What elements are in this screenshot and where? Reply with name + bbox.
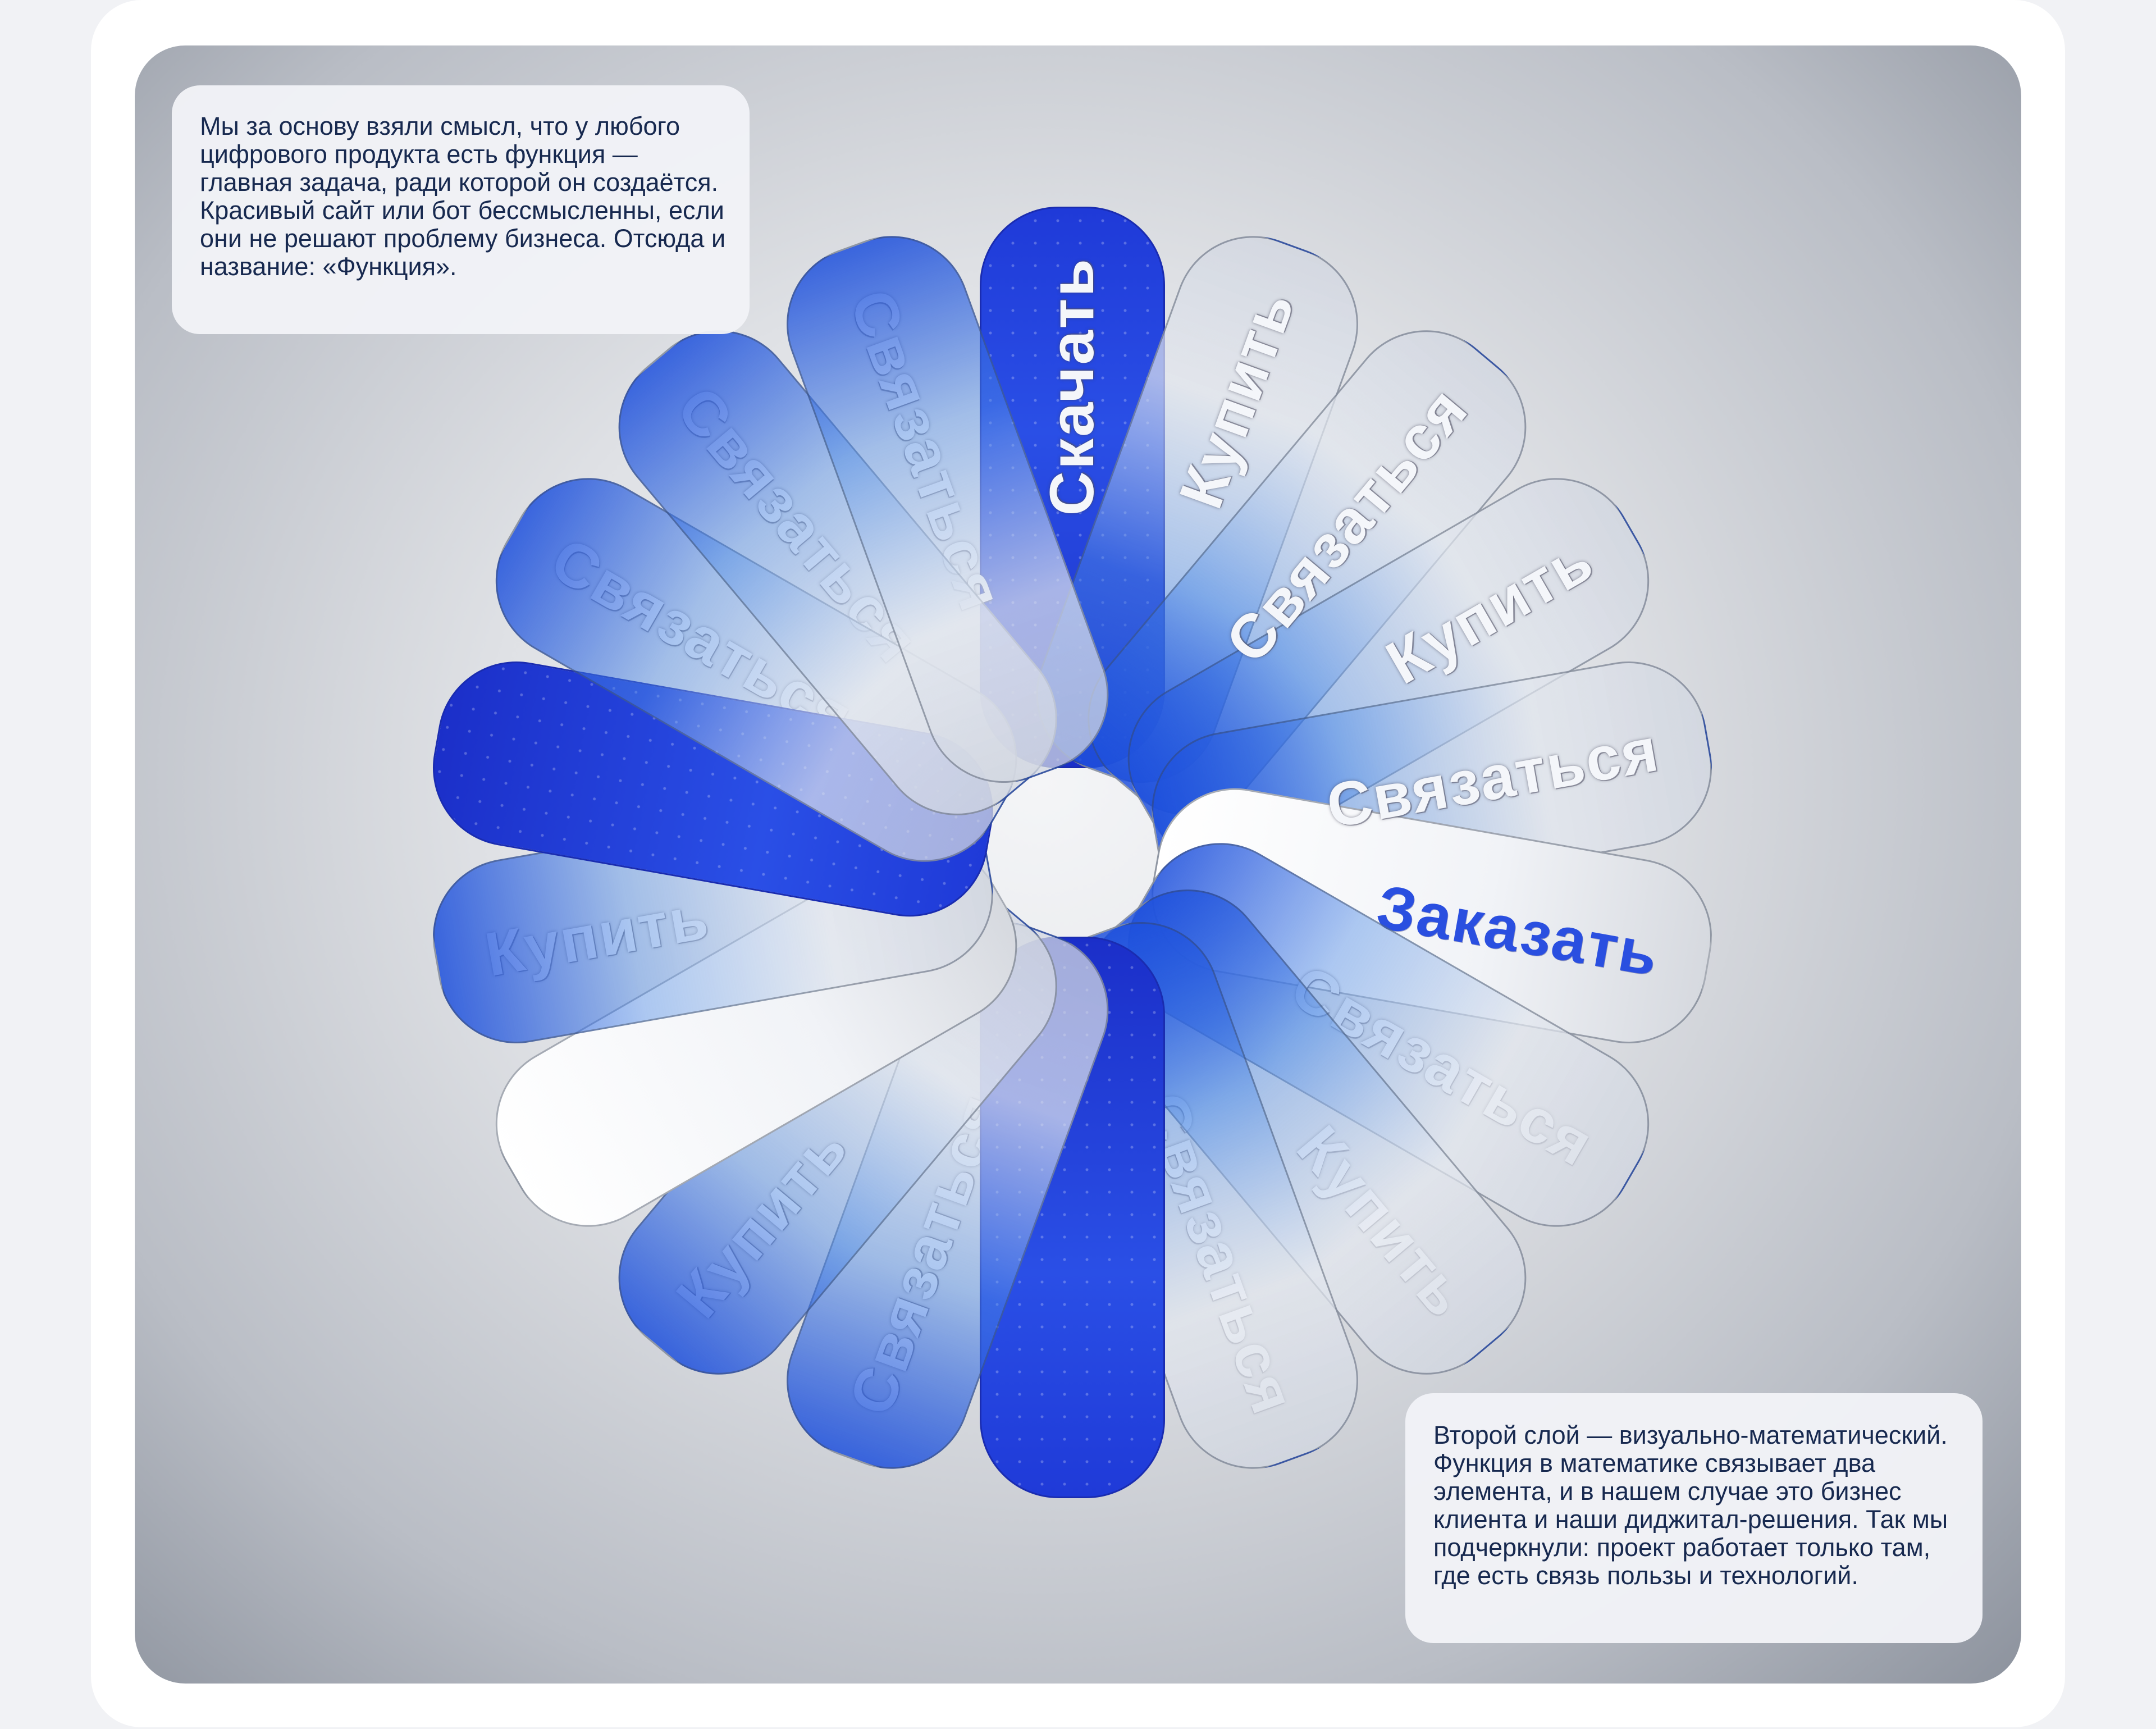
math-layer-note: Второй слой — визуально-математический. … bbox=[1405, 1393, 1983, 1643]
concept-note-text: Мы за основу взяли смысл, что у любого ц… bbox=[200, 112, 726, 281]
pill-label: Скачать bbox=[1038, 257, 1107, 516]
math-layer-note-text: Второй слой — визуально-математический. … bbox=[1433, 1421, 1948, 1590]
pill-label: Купить bbox=[1374, 524, 1605, 697]
concept-note: Мы за основу взяли смысл, что у любого ц… bbox=[172, 85, 750, 334]
